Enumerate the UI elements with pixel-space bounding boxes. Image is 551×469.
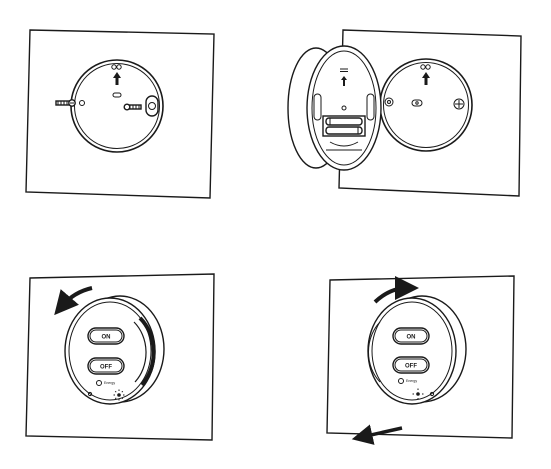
sensor-icon-4 xyxy=(398,378,404,384)
screw-right xyxy=(123,103,142,111)
off-button-label-4: OFF xyxy=(405,364,417,370)
keyhole-left xyxy=(79,100,85,106)
link-icon xyxy=(111,64,122,70)
screw-left xyxy=(55,99,76,107)
sun-icon-4 xyxy=(412,388,424,400)
off-button[interactable]: OFF xyxy=(87,357,125,375)
device-face xyxy=(64,297,156,405)
wall-surface xyxy=(25,29,215,199)
slot-2 xyxy=(411,99,423,107)
screw-head-left xyxy=(384,97,394,107)
rotation-blur xyxy=(138,316,156,387)
mounting-slot xyxy=(112,92,122,98)
sensor-icon xyxy=(96,380,102,386)
panel-rotate-cw: ON OFF Energy xyxy=(326,275,515,445)
up-arrow-icon-2 xyxy=(422,72,430,85)
brand-text-4: Energy xyxy=(406,379,417,383)
screw-head-right xyxy=(453,98,465,110)
link-icon-2 xyxy=(420,64,431,70)
panel-wall-mount xyxy=(25,29,215,199)
led-indicator xyxy=(87,391,93,397)
brand-text: Energy xyxy=(104,381,115,385)
battery-compartment xyxy=(322,115,366,137)
up-arrow-icon xyxy=(113,72,121,85)
rotation-trace xyxy=(368,321,381,383)
device-face-4 xyxy=(367,297,457,405)
off-button-4[interactable]: OFF xyxy=(392,356,430,374)
pull-off-arrow xyxy=(351,424,403,445)
on-button[interactable]: ON xyxy=(87,327,125,345)
panel-open-device xyxy=(287,29,522,197)
mounting-plate-rim xyxy=(74,63,160,149)
rotate-ccw-arrow xyxy=(54,286,93,316)
on-button-label: ON xyxy=(102,335,111,341)
panel-rotate-ccw: ON OFF Energy xyxy=(25,273,215,441)
on-button-label-4: ON xyxy=(407,335,416,341)
on-button-4[interactable]: ON xyxy=(392,327,430,345)
device-body-open xyxy=(287,45,382,171)
led-indicator-4 xyxy=(429,391,435,397)
off-button-label: OFF xyxy=(100,365,112,371)
sun-icon xyxy=(113,389,125,401)
rotate-cw-arrow xyxy=(373,276,419,304)
mounting-tab-right xyxy=(145,95,159,117)
